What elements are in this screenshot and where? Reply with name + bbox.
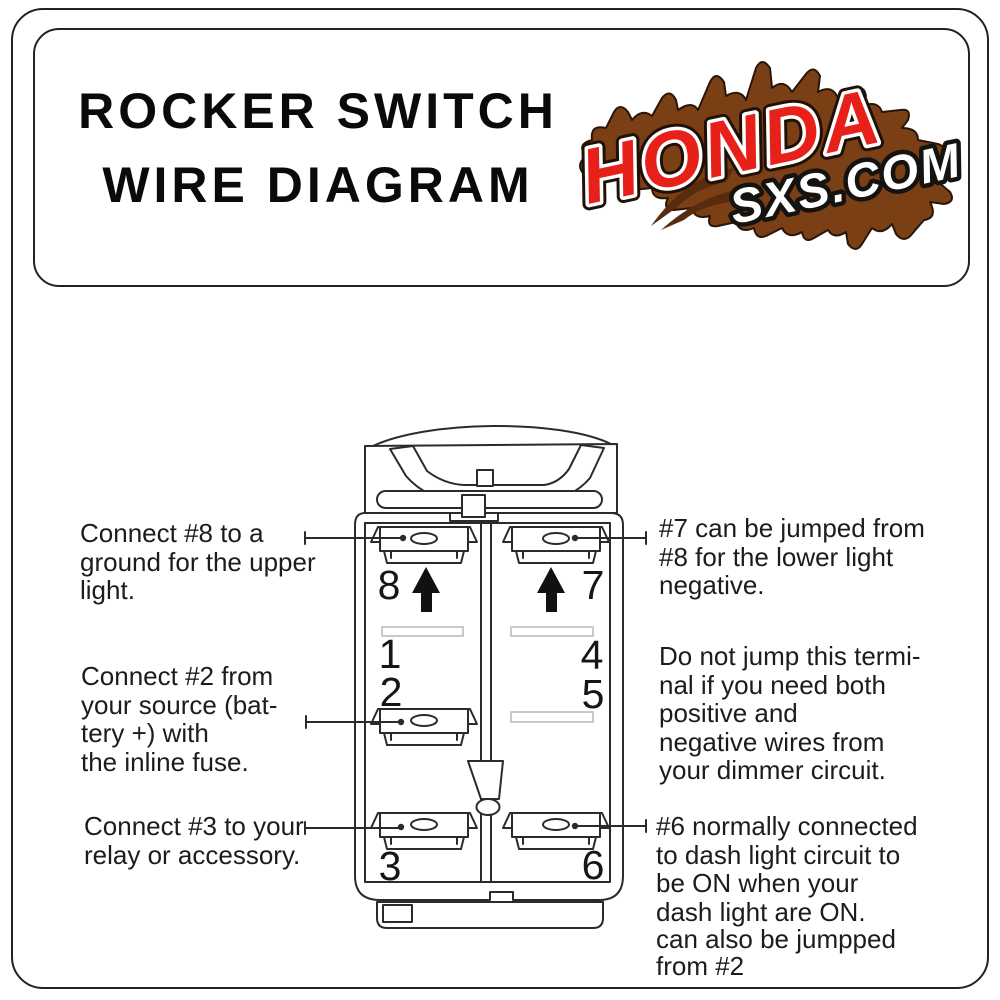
terminal-8 xyxy=(370,526,478,564)
pin-label-3: 3 xyxy=(378,843,402,889)
pivot-bar xyxy=(376,490,603,509)
note-pin6-dashlight: #6 normally connected to dash light circ… xyxy=(656,811,918,927)
empty-slot xyxy=(510,626,594,637)
pin-label-8: 8 xyxy=(377,562,401,608)
hondasxs-logo: HONDA HONDA SXS.COM xyxy=(566,61,971,250)
arrow-up-icon xyxy=(537,567,565,612)
empty-slot xyxy=(510,711,594,723)
empty-slot xyxy=(381,626,464,637)
note-pin6-extra: can also be jumpped from #2 xyxy=(656,924,896,981)
pin-label-4: 4 xyxy=(580,632,604,678)
bottom-housing xyxy=(376,901,604,929)
note-connect-8: Connect #8 to a ground for the upper lig… xyxy=(80,518,316,605)
leader-line-pin2 xyxy=(305,715,405,729)
note-dimmer-warning: Do not jump this termi- nal if you need … xyxy=(659,641,921,785)
rocker-dome xyxy=(370,425,612,448)
note-connect-3: Connect #3 to your relay or accessory. xyxy=(84,811,304,870)
note-pin7-jumper: #7 can be jumped from #8 for the lower l… xyxy=(659,513,925,600)
pin-label-5: 5 xyxy=(581,671,605,717)
leader-line-pin7 xyxy=(571,531,647,545)
pivot-knob xyxy=(461,494,486,518)
pin-label-1: 1 xyxy=(378,631,402,677)
paddle-center-tab xyxy=(476,469,494,487)
arrow-up-icon xyxy=(412,567,440,612)
note-connect-2: Connect #2 from your source (bat- tery +… xyxy=(81,661,278,777)
pin-label-7: 7 xyxy=(581,562,605,608)
honda-wing-icon xyxy=(661,190,736,230)
pin-label-6: 6 xyxy=(581,842,605,888)
page-title: ROCKER SWITCH WIRE DIAGRAM xyxy=(35,74,601,222)
title-line1: ROCKER SWITCH xyxy=(78,83,558,139)
honda-wing-icon xyxy=(651,168,734,226)
leader-line-pin6 xyxy=(571,819,647,833)
pin-label-2: 2 xyxy=(379,669,403,715)
switch-cavity xyxy=(364,522,611,883)
terminal-7 xyxy=(502,526,610,564)
bottom-keyway xyxy=(382,904,413,923)
leader-line-pin3 xyxy=(304,821,405,835)
title-line2: WIRE DIAGRAM xyxy=(102,157,534,213)
plunger xyxy=(467,760,504,800)
plunger-tip xyxy=(475,798,501,816)
leader-line-pin8 xyxy=(304,531,407,545)
